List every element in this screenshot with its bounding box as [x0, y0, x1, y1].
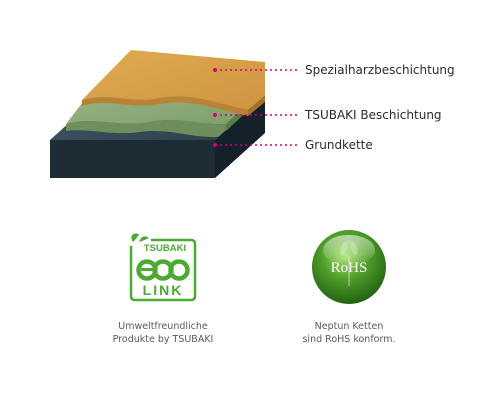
eco-link-caption: Umweltfreundliche Produkte by TSUBAKI: [73, 320, 253, 346]
layer-diagram: [50, 50, 300, 178]
label-grundkette: Grundkette: [305, 138, 373, 152]
leaf-icon: [131, 233, 139, 242]
leaf-icon: [139, 236, 149, 242]
eco-caption-line2: Produkte by TSUBAKI: [112, 334, 214, 345]
leader-dot-top: [213, 68, 217, 72]
leader-lines: [213, 68, 300, 147]
rohs-caption: Neptun Ketten sind RoHS konform.: [259, 320, 439, 346]
leader-dot-bottom: [213, 143, 217, 147]
label-tsubaki-beschichtung: TSUBAKI Beschichtung: [305, 108, 442, 122]
eco-logo-link-text: LINK: [143, 282, 184, 298]
eco-caption-line1: Umweltfreundliche: [118, 321, 208, 332]
sprout-icon: [349, 240, 358, 256]
label-spezialharzbeschichtung: Spezialharzbeschichtung: [305, 63, 455, 77]
layer-spezialharzbeschichtung: [82, 50, 265, 116]
rohs-caption-line2: sind RoHS konform.: [302, 334, 396, 345]
eco-link-logo: TSUBAKI LINK: [129, 233, 197, 302]
sprout-icon: [340, 240, 349, 256]
rohs-logo: RoHS: [312, 230, 386, 304]
rohs-caption-line1: Neptun Ketten: [314, 321, 384, 332]
leader-dot-middle: [213, 113, 217, 117]
eco-logo-brand-text: TSUBAKI: [144, 243, 186, 254]
rohs-logo-text: RoHS: [331, 260, 368, 276]
